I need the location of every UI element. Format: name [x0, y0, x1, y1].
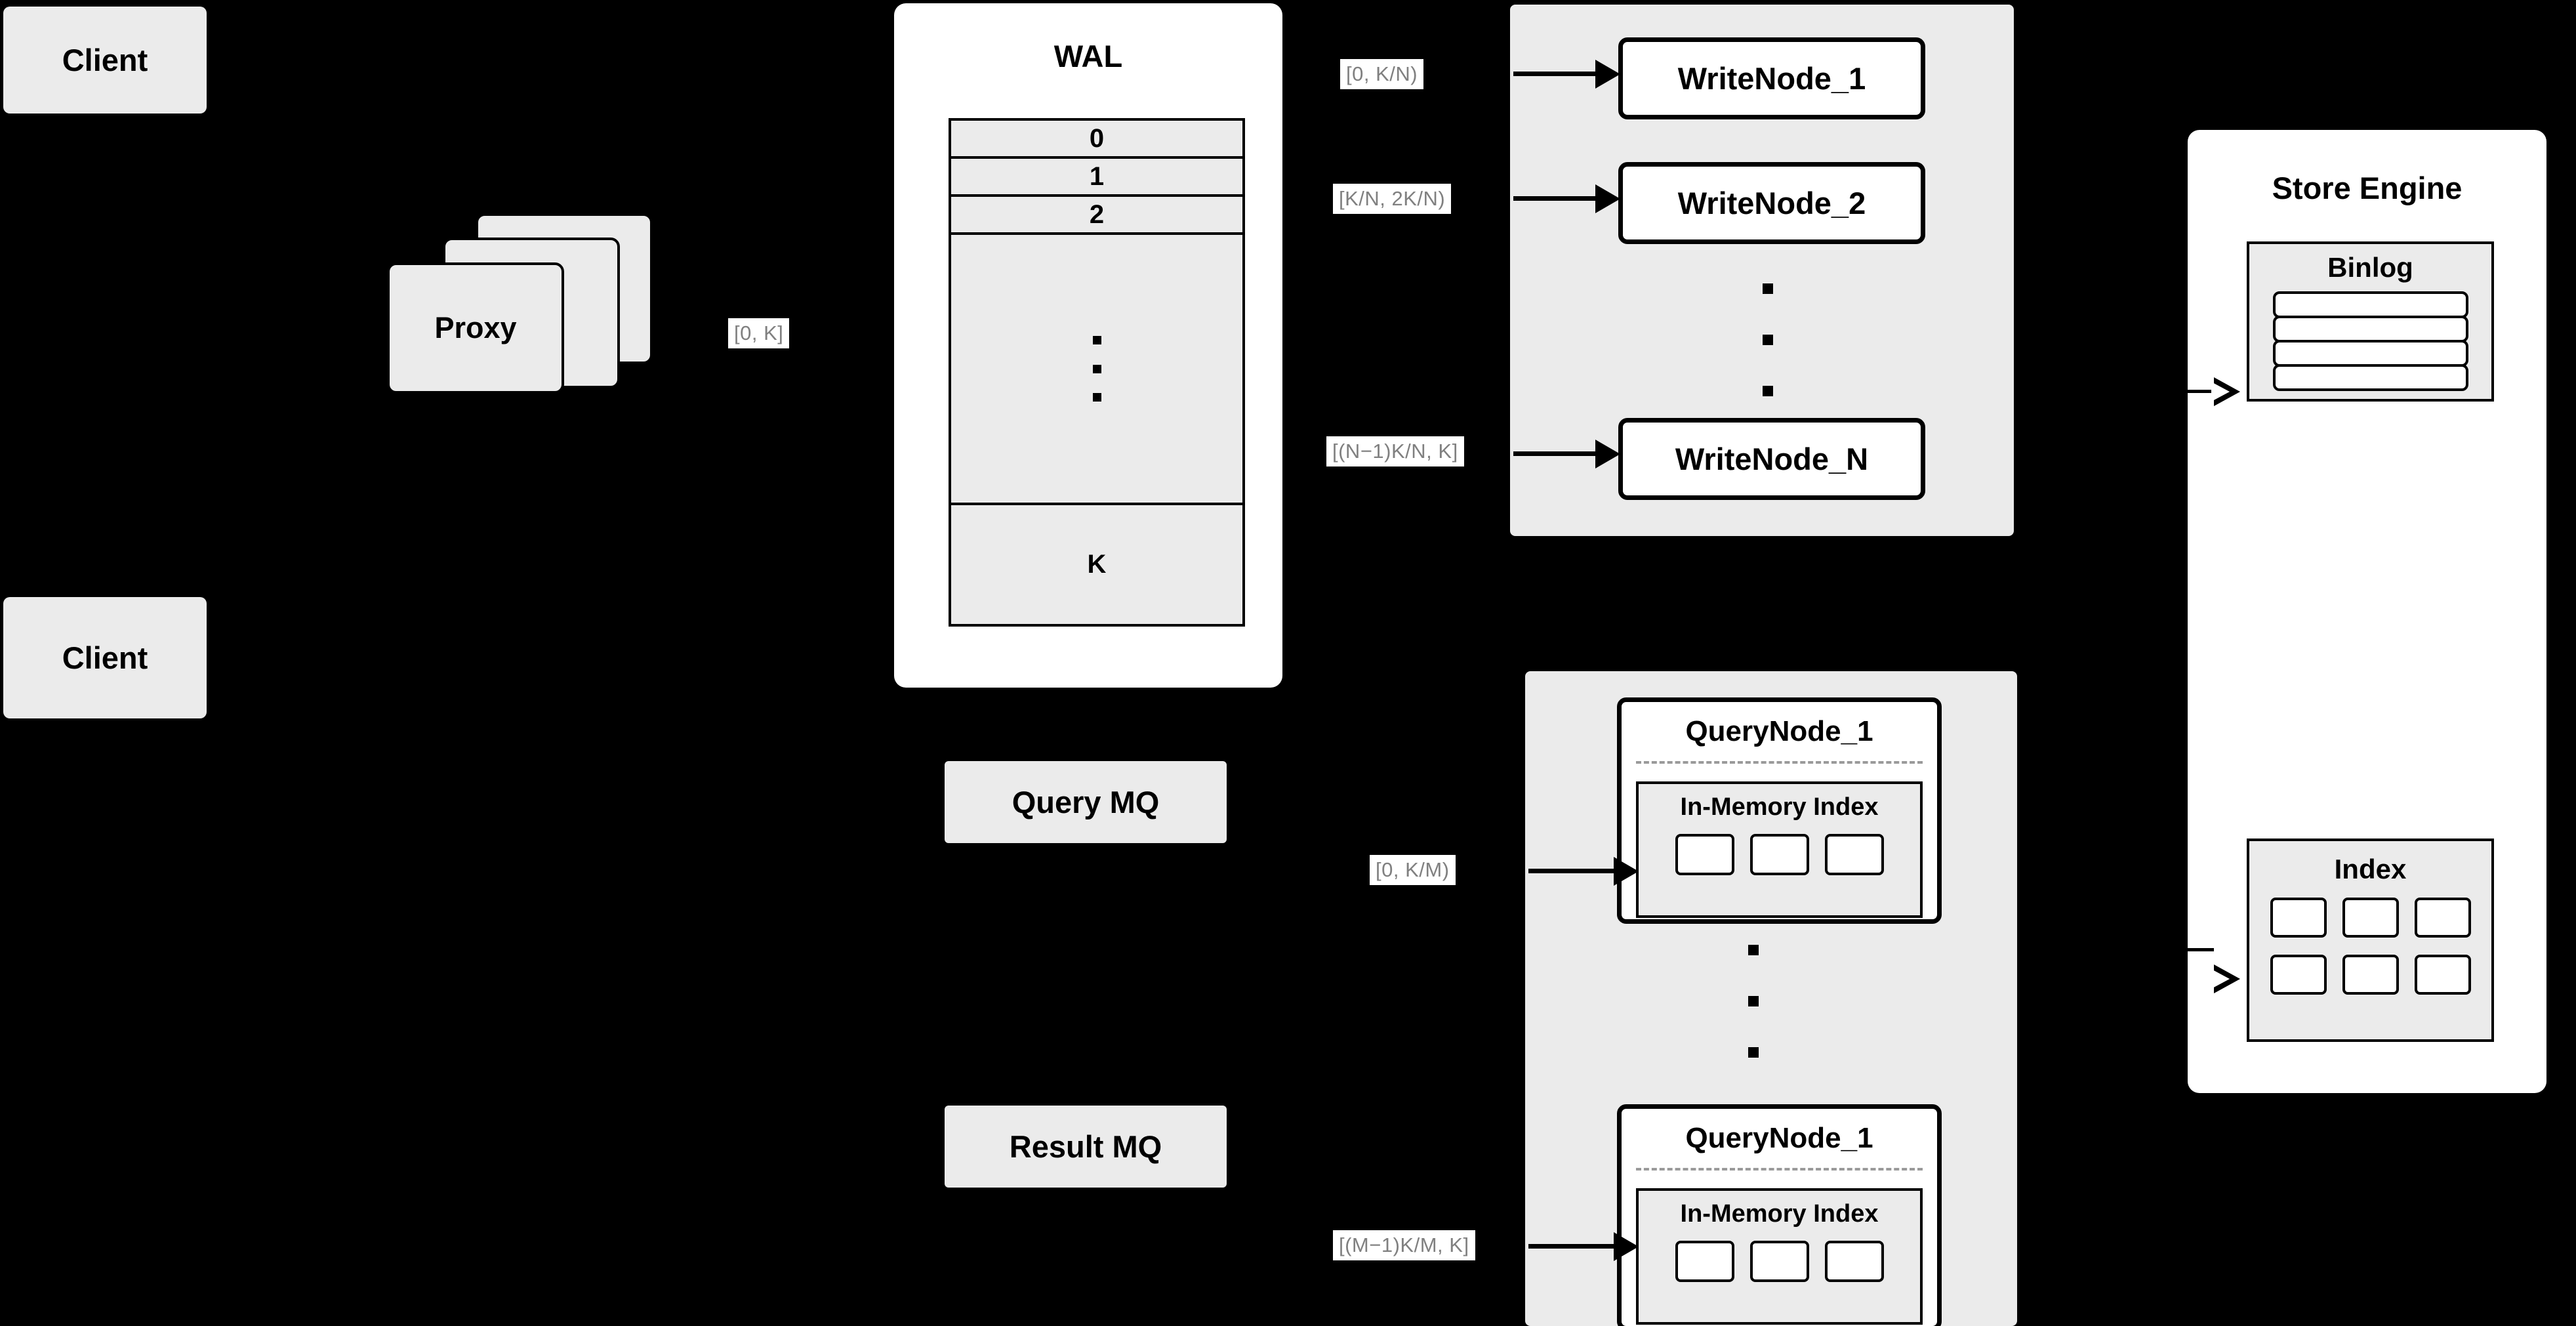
query-node-vertical-ellipsis-icon — [1748, 945, 1759, 1058]
store-index-cell[interactable] — [2270, 955, 2327, 995]
write-node-2-arrow-head-icon — [1595, 184, 1620, 213]
index-cell[interactable] — [1749, 834, 1809, 875]
wal-entry-list: 0 1 2 K — [949, 118, 1245, 627]
wal-row[interactable]: 0 — [951, 121, 1242, 159]
vertical-ellipsis-icon — [1092, 336, 1101, 402]
query-node-1-separator — [1636, 761, 1923, 764]
proxy-output-range-label: [0, K] — [728, 318, 790, 348]
query-node-1-index-title: In-Memory Index — [1680, 793, 1879, 821]
store-index-cell[interactable] — [2414, 955, 2471, 995]
proxy-box[interactable]: Proxy — [387, 262, 564, 394]
index-cell[interactable] — [1749, 1241, 1809, 1282]
binlog-inbound-arrow-line — [2188, 390, 2214, 393]
query-node-cluster: QueryNode_1 In-Memory Index — [1525, 671, 2017, 1326]
query-mq-box[interactable]: Query MQ — [945, 761, 1227, 843]
wal-row[interactable]: 1 — [951, 159, 1242, 197]
wal-row[interactable]: K — [1087, 550, 1107, 579]
binlog-box: Binlog — [2247, 241, 2494, 402]
write-node-n-arrow-head-icon — [1595, 440, 1620, 468]
index-cell[interactable] — [1824, 834, 1884, 875]
wal-row[interactable]: 2 — [951, 197, 1242, 235]
client-box-1[interactable]: Client — [3, 7, 207, 114]
query-node-1-label: QueryNode_1 — [1685, 715, 1873, 747]
write-node-n-label: WriteNode_N — [1675, 442, 1869, 476]
query-node-2-in-memory-index: In-Memory Index — [1636, 1188, 1923, 1325]
wal-title: WAL — [1053, 38, 1123, 73]
write-node-cluster: WriteNode_1 WriteNode_2 WriteNode_N — [1510, 5, 2014, 536]
binlog-row[interactable] — [2272, 364, 2468, 391]
client-label-2: Client — [62, 640, 148, 675]
proxy-stack[interactable]: Proxy — [384, 213, 672, 430]
index-cell[interactable] — [1675, 834, 1734, 875]
write-node-2-arrow-line — [1513, 196, 1595, 201]
query-node-2-arrow-head-icon — [1614, 1232, 1639, 1261]
write-node-vertical-ellipsis-icon — [1763, 283, 1773, 396]
write-node-n[interactable]: WriteNode_N — [1618, 418, 1925, 500]
write-node-2-label: WriteNode_2 — [1677, 186, 1866, 220]
store-index-cell[interactable] — [2342, 898, 2399, 938]
client-label-1: Client — [62, 43, 148, 77]
index-box: Index — [2247, 839, 2494, 1042]
query-mq-label: Query MQ — [1012, 785, 1160, 819]
index-cell[interactable] — [1675, 1241, 1734, 1282]
index-cell[interactable] — [1824, 1241, 1884, 1282]
write-node-1-arrow-line — [1513, 72, 1595, 76]
client-box-2[interactable]: Client — [3, 597, 207, 718]
wal-row-ellipsis — [951, 235, 1242, 505]
binlog-row[interactable] — [2272, 340, 2468, 367]
store-engine-title: Store Engine — [2272, 170, 2463, 205]
query-node-2-separator — [1636, 1168, 1923, 1171]
result-mq-box[interactable]: Result MQ — [945, 1106, 1227, 1188]
query-node-1[interactable]: QueryNode_1 In-Memory Index — [1617, 697, 1942, 924]
write-node-2-range-label: [K/N, 2K/N) — [1333, 184, 1452, 214]
query-node-2-range-label: [(M−1)K/M, K] — [1333, 1230, 1475, 1260]
write-node-1-range-label: [0, K/N) — [1340, 59, 1424, 89]
write-node-1-label: WriteNode_1 — [1677, 61, 1866, 96]
write-node-1[interactable]: WriteNode_1 — [1618, 37, 1925, 119]
write-node-2[interactable]: WriteNode_2 — [1618, 162, 1925, 244]
index-inbound-arrow-line — [2188, 948, 2214, 951]
query-node-2[interactable]: QueryNode_1 In-Memory Index — [1617, 1104, 1942, 1326]
wal-panel: WAL 0 1 2 K — [894, 3, 1282, 688]
proxy-to-wal-line — [656, 339, 669, 344]
index-inbound-arrow-head-icon — [2211, 964, 2240, 993]
write-node-n-range-label: [(N−1)K/N, K] — [1326, 436, 1464, 466]
store-index-cell[interactable] — [2342, 955, 2399, 995]
query-node-1-range-label: [0, K/M) — [1370, 855, 1456, 885]
query-node-1-arrow-head-icon — [1614, 857, 1639, 886]
index-title: Index — [2334, 854, 2407, 884]
query-node-2-index-title: In-Memory Index — [1680, 1199, 1879, 1228]
store-engine-panel: Store Engine Binlog Index — [2188, 130, 2546, 1093]
query-node-2-arrow-line — [1528, 1244, 1614, 1249]
store-index-cell[interactable] — [2270, 898, 2327, 938]
binlog-inbound-arrow-head-icon — [2211, 377, 2240, 406]
binlog-title: Binlog — [2327, 252, 2413, 283]
query-node-2-label: QueryNode_1 — [1685, 1122, 1873, 1154]
store-index-cell[interactable] — [2414, 898, 2471, 938]
binlog-row[interactable] — [2272, 291, 2468, 318]
write-node-1-arrow-head-icon — [1595, 60, 1620, 89]
query-node-1-arrow-line — [1528, 869, 1614, 873]
result-mq-label: Result MQ — [1009, 1129, 1162, 1164]
query-node-1-in-memory-index: In-Memory Index — [1636, 781, 1923, 918]
proxy-label: Proxy — [434, 311, 517, 344]
binlog-row[interactable] — [2272, 316, 2468, 342]
write-node-n-arrow-line — [1513, 451, 1595, 456]
